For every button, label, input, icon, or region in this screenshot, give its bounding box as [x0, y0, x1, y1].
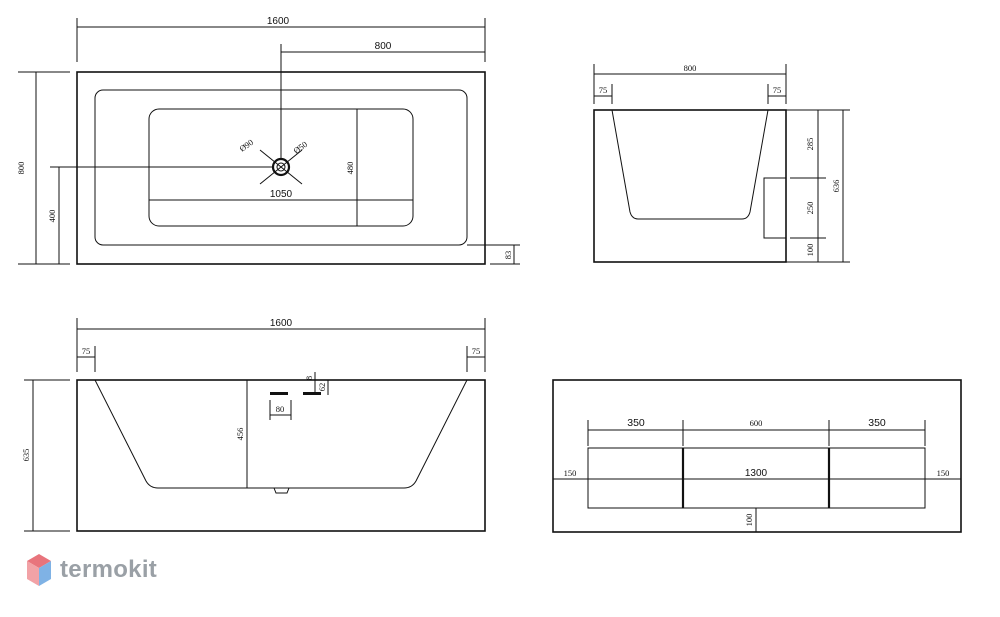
brand-name: termokit [60, 556, 158, 583]
inner-length-label: 1050 [270, 189, 293, 200]
overflow-slot [270, 392, 288, 395]
overflow-h1-label: 8 [304, 376, 314, 380]
drain-inner-circle [276, 162, 286, 172]
end-view: 800 75 75 285 250 100 636 [593, 63, 850, 263]
drain-dia-50-label: Ø50 [291, 139, 309, 156]
inner-width-label: 480 [345, 162, 355, 175]
base-margin-right-label: 150 [937, 468, 950, 478]
side-view-outline [76, 379, 486, 532]
base-margin-left-label: 150 [564, 468, 577, 478]
base-seg-left-label: 350 [627, 417, 645, 429]
rim-edge-label: 83 [503, 251, 513, 260]
overflow-width-label: 80 [276, 404, 285, 414]
end-seg-mid-label: 250 [805, 202, 815, 215]
end-view-outline [593, 109, 787, 263]
drain-leader-2 [259, 149, 303, 185]
end-view-panel [763, 177, 787, 239]
drain-dia-90-label: Ø90 [237, 137, 255, 154]
top-width-label: 800 [16, 162, 26, 175]
end-view-basin-profile [611, 109, 769, 220]
side-height-label: 635 [21, 449, 31, 462]
side-rim-right-label: 75 [472, 346, 481, 356]
overflow-h2-label: 62 [317, 383, 327, 392]
side-length-label: 1600 [270, 318, 293, 329]
brand-logo: termokit [24, 552, 157, 588]
base-seg-mid-label: 600 [750, 418, 763, 428]
drain-offset-label: 400 [47, 210, 57, 223]
side-view-basin-profile [94, 379, 468, 489]
end-seg-bot-label: 100 [805, 244, 815, 257]
base-view: 350 600 350 1300 150 150 100 [552, 379, 962, 533]
side-rim-left-label: 75 [82, 346, 91, 356]
base-inner-length-label: 1300 [745, 468, 768, 479]
overflow-slot-2 [303, 392, 321, 395]
end-width-label: 800 [684, 63, 697, 73]
end-seg-top-label: 285 [805, 138, 815, 151]
drain-circle [271, 157, 291, 177]
termokit-logo-icon [27, 554, 51, 586]
end-rim-left-label: 75 [599, 85, 608, 95]
side-drain [273, 487, 290, 494]
end-height-label: 636 [831, 180, 841, 193]
top-length-label: 1600 [267, 16, 290, 27]
top-half-length-label: 800 [375, 41, 392, 52]
side-view: 1600 75 75 635 456 80 8 62 [21, 318, 486, 532]
end-rim-right-label: 75 [773, 85, 782, 95]
base-view-outline [552, 379, 962, 533]
side-depth-label: 456 [235, 428, 245, 441]
top-view: Ø90 Ø50 1600 800 800 400 1050 480 83 [16, 16, 520, 265]
base-margin-bottom-label: 100 [744, 514, 754, 527]
base-seg-right-label: 350 [868, 417, 886, 429]
